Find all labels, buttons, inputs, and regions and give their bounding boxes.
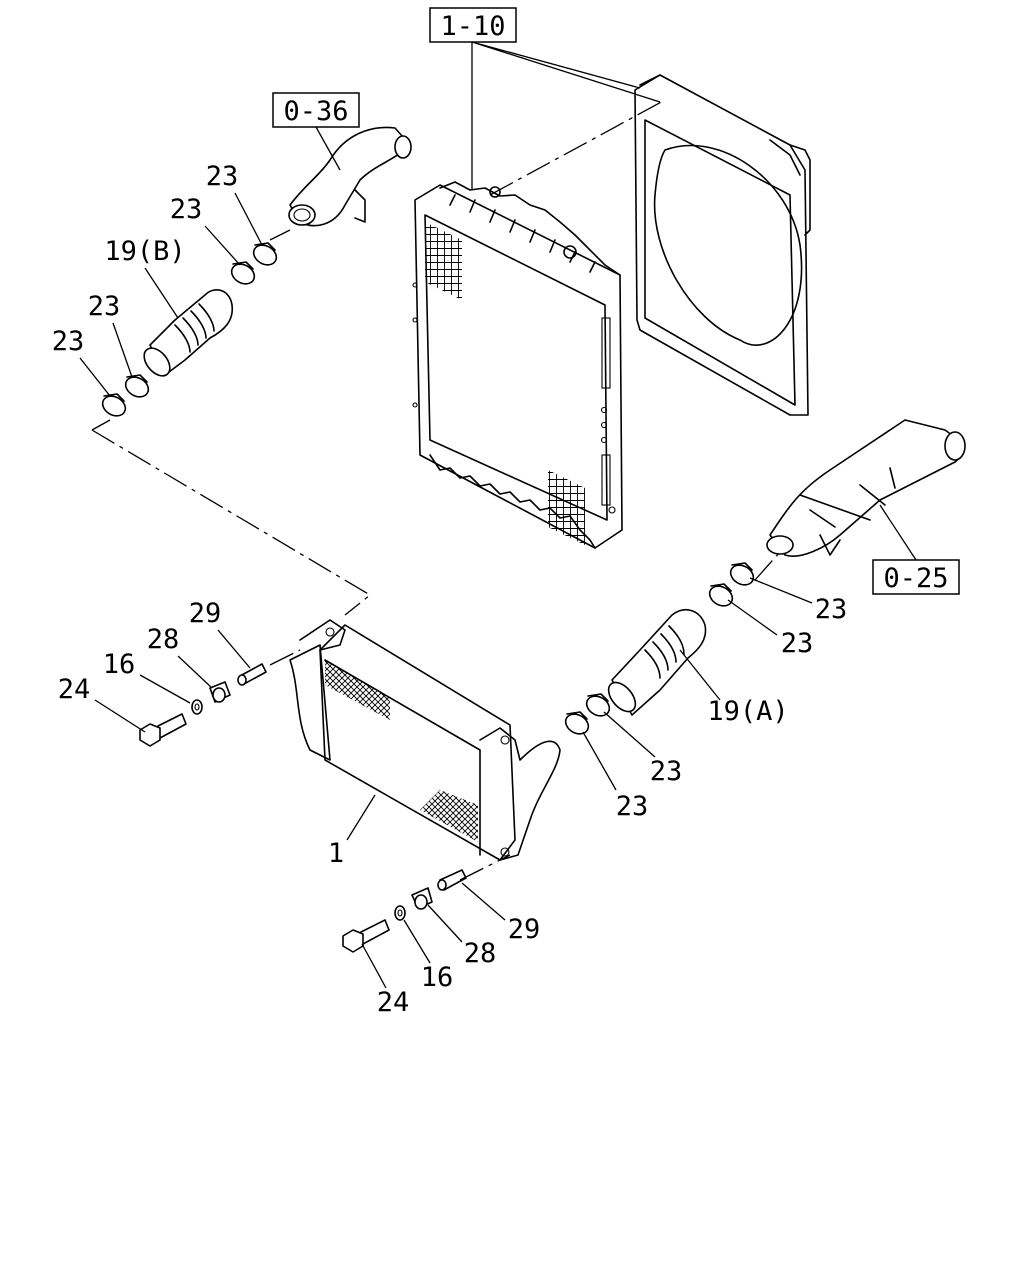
label-clamp-d1: 23 — [650, 756, 683, 787]
clamp-upper-2 — [230, 261, 256, 285]
radiator — [412, 181, 623, 549]
alignment-line-upper — [269, 229, 291, 241]
ref-0-25-label: 0-25 — [883, 563, 948, 594]
label-clamp-d2: 23 — [616, 791, 649, 822]
label-bushing-bottom: 28 — [464, 938, 497, 969]
alignment-line-radiator-shroud — [489, 99, 666, 196]
label-bushing-top: 28 — [147, 624, 180, 655]
ref-box-1-10 — [429, 7, 517, 43]
ref-1-10-label: 1-10 — [440, 11, 505, 42]
fasteners-top — [139, 663, 267, 747]
label-clamp-c1: 23 — [815, 594, 848, 625]
right-pipe — [766, 419, 966, 557]
label-intercooler: 1 — [328, 838, 344, 869]
alignment-line-pin-top — [269, 649, 301, 666]
label-washer-bottom: 16 — [421, 962, 454, 993]
label-hose-a: 19(A) — [707, 696, 788, 727]
clamp-lower-2 — [564, 711, 590, 735]
label-pin-bottom: 29 — [508, 914, 541, 945]
fasteners-bottom — [342, 869, 467, 953]
clamp-upper-1 — [252, 242, 278, 266]
clamp-right-1 — [729, 562, 755, 586]
label-washer-top: 16 — [103, 649, 136, 680]
intercooler — [289, 619, 561, 861]
hose-a — [607, 609, 707, 716]
label-clamp-b1: 23 — [88, 291, 121, 322]
ref-box-0-25 — [872, 559, 960, 595]
hose-b — [143, 289, 234, 377]
label-clamp-b2: 23 — [52, 326, 85, 357]
label-clamp-a2: 23 — [170, 194, 203, 225]
label-clamp-a1: 23 — [206, 161, 239, 192]
clamp-left-1 — [124, 374, 150, 398]
alignment-line-right — [754, 551, 781, 581]
clamps — [101, 242, 755, 735]
clamp-left-2 — [101, 393, 127, 417]
label-bolt-top: 24 — [58, 674, 91, 705]
alignment-line-left — [91, 419, 372, 616]
upper-pipe — [288, 126, 412, 227]
label-bolt-bottom: 24 — [377, 987, 410, 1018]
clamp-lower-1 — [585, 693, 611, 717]
clamp-right-2 — [708, 583, 734, 607]
label-pin-top: 29 — [189, 598, 222, 629]
label-hose-b: 19(B) — [104, 236, 185, 267]
fan-shroud — [634, 74, 811, 416]
label-clamp-c2: 23 — [781, 628, 814, 659]
ref-0-36-label: 0-36 — [283, 96, 348, 127]
